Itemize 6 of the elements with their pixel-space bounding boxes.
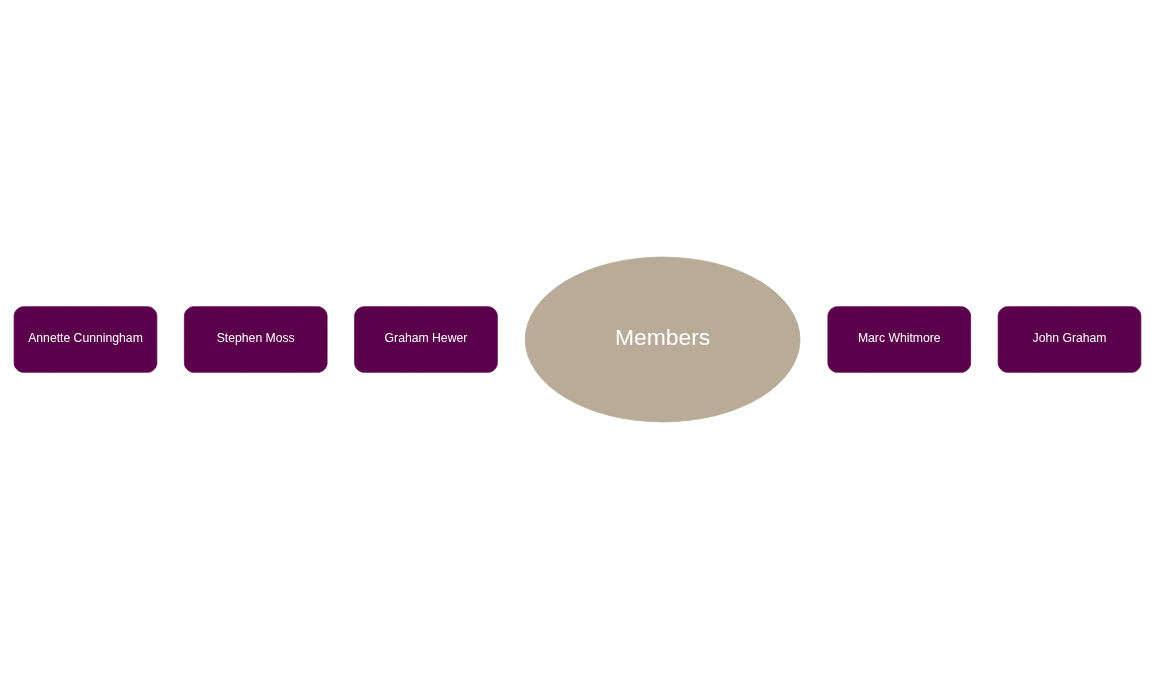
node-box: Stephen Moss	[183, 306, 328, 373]
node-box: Annette Cunningham	[13, 306, 158, 373]
node-box: Graham Hewer	[354, 306, 498, 373]
node-box: John Graham	[997, 306, 1142, 373]
node-box: Marc Whitmore	[827, 306, 972, 373]
node-ellipse: Members	[524, 256, 801, 423]
